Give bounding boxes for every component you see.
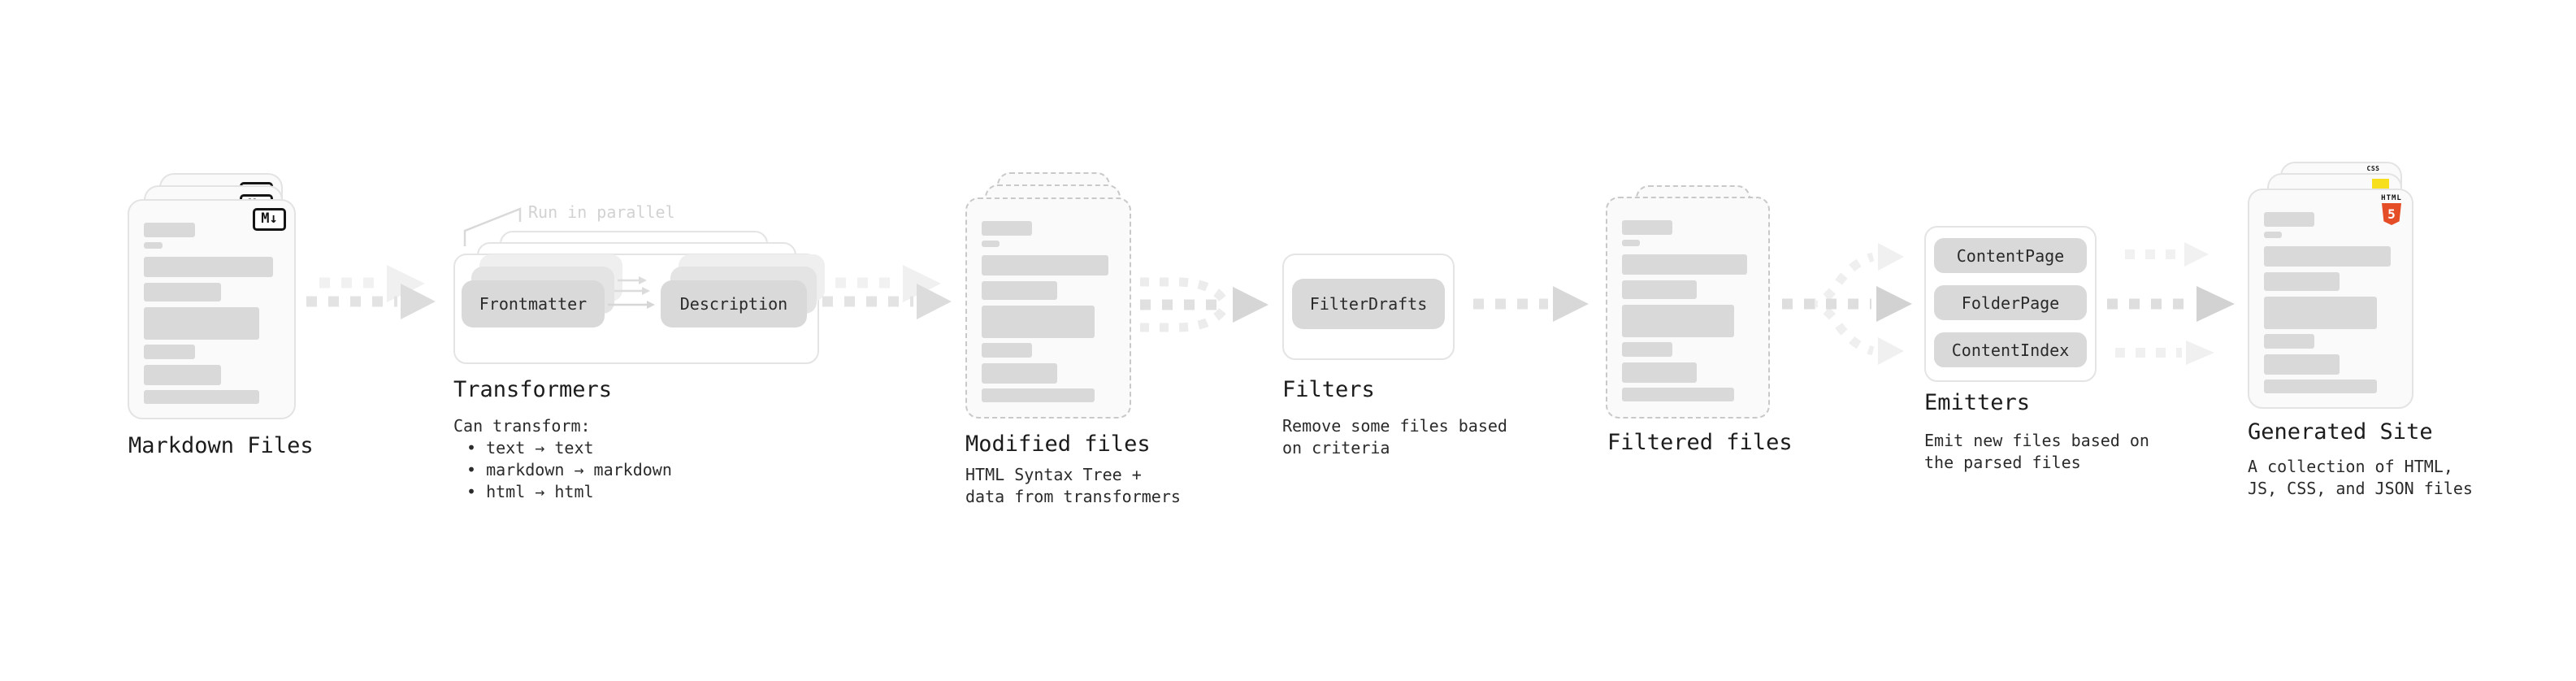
desc-line: Remove some files based	[1282, 416, 1507, 436]
arrow-filtered-to-emitters-fanout	[1782, 243, 1912, 365]
node-contentindex: ContentIndex	[1934, 332, 2087, 367]
node-filterdrafts: FilterDrafts	[1292, 279, 1445, 329]
js-icon	[2372, 179, 2389, 189]
filtered-file-card-front	[1606, 197, 1770, 419]
emitters-description: Emit new files based on the parsed files	[1924, 430, 2149, 474]
desc-line: data from transformers	[965, 487, 1181, 506]
node-contentpage: ContentPage	[1934, 238, 2087, 273]
filters-description: Remove some files based on criteria	[1282, 415, 1507, 459]
desc-line: Can transform:	[453, 416, 591, 436]
modified-file-card-front	[965, 197, 1131, 419]
desc-line: the parsed files	[1924, 453, 2081, 472]
desc-line: HTML Syntax Tree +	[965, 465, 1142, 484]
desc-line: on criteria	[1282, 438, 1390, 458]
node-description: Description	[661, 280, 807, 327]
stage-title-modified-files: Modified files	[965, 432, 1151, 457]
html5-icon-shield: 5	[2382, 203, 2401, 225]
run-in-parallel-callout: Run in parallel	[528, 202, 675, 222]
file-skeleton-lines	[982, 221, 1115, 402]
html5-icon-number: 5	[2387, 206, 2396, 222]
html5-icon-label: HTML	[2381, 194, 2402, 202]
desc-line: Emit new files based on	[1924, 431, 2149, 450]
stage-title-generated-site: Generated Site	[2248, 419, 2433, 445]
stage-title-transformers: Transformers	[453, 377, 613, 402]
arrows-frontmatter-to-description	[608, 276, 655, 309]
arrow-emitters-to-generated	[2107, 242, 2235, 365]
transformers-description: Can transform: • text → text • markdown …	[453, 415, 672, 503]
node-folderpage: FolderPage	[1934, 285, 2087, 320]
stage-title-emitters: Emitters	[1924, 390, 2031, 415]
file-skeleton-lines	[2264, 212, 2397, 393]
markdown-icon: M↓	[253, 208, 286, 231]
stage-title-markdown-files: Markdown Files	[128, 433, 314, 458]
modified-files-description: HTML Syntax Tree + data from transformer…	[965, 464, 1181, 508]
css-icon-label: CSS	[2366, 165, 2380, 172]
desc-line: • html → html	[466, 482, 594, 501]
node-frontmatter: Frontmatter	[462, 280, 605, 327]
html5-icon: HTML 5	[2381, 194, 2402, 225]
file-skeleton-lines	[1622, 220, 1754, 401]
stage-title-filtered-files: Filtered files	[1607, 430, 1793, 455]
stage-title-filters: Filters	[1282, 377, 1375, 402]
desc-line: JS, CSS, and JSON files	[2248, 479, 2473, 498]
file-skeleton-lines	[144, 223, 280, 404]
desc-line: • text → text	[466, 438, 594, 458]
arrow-transformers-to-modified	[822, 265, 952, 319]
generated-site-description: A collection of HTML, JS, CSS, and JSON …	[2248, 456, 2473, 500]
desc-line: A collection of HTML,	[2248, 457, 2453, 476]
markdown-file-card-front: M↓	[128, 199, 296, 419]
run-in-parallel-leader-line	[463, 207, 522, 246]
generated-file-card-front: HTML 5	[2248, 189, 2413, 409]
arrow-filters-to-filtered	[1473, 286, 1589, 322]
desc-line: • markdown → markdown	[466, 460, 672, 479]
arrow-modified-to-filters-merge	[1140, 277, 1268, 332]
arrow-markdown-to-transformers	[306, 265, 436, 319]
